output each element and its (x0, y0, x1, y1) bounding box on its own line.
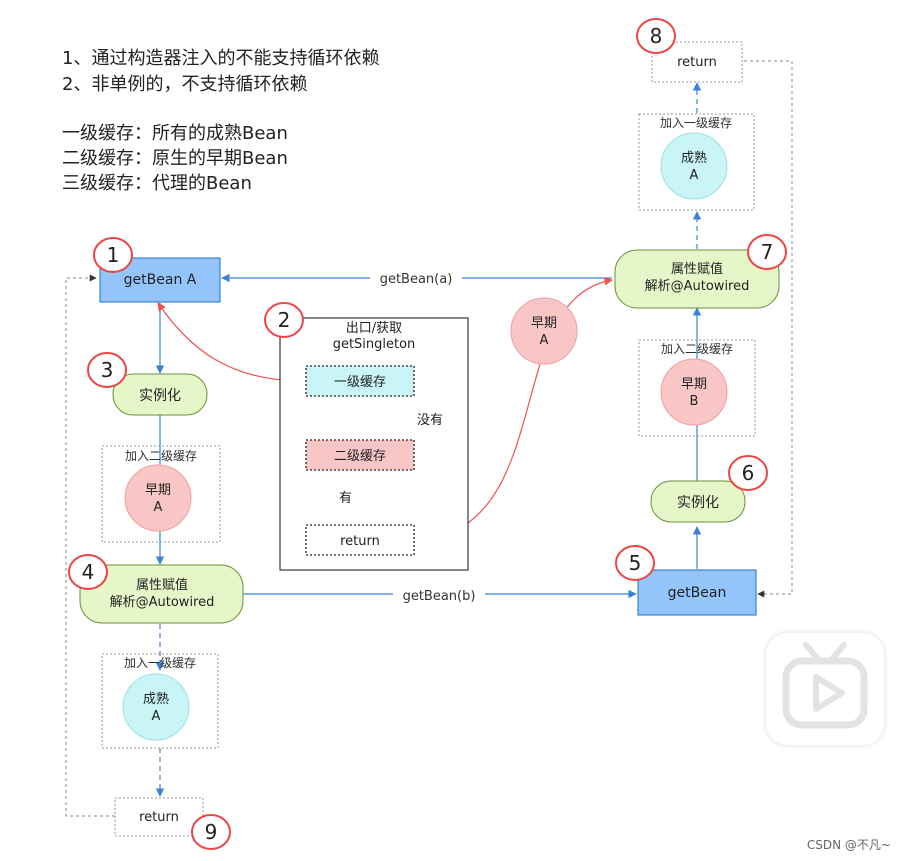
getbean-b-call-label: getBean(b) (403, 589, 476, 604)
add-l1-group-top (638, 113, 755, 211)
instantiate-b-node (650, 480, 746, 523)
populate-a-node (79, 564, 244, 624)
instantiate-a-node (112, 373, 208, 416)
early-b-label-1: 早期 (681, 377, 707, 392)
cache-l1-box (305, 365, 415, 397)
step-7-label: 7 (761, 240, 774, 264)
edge-a-to-l1-cache (157, 302, 301, 386)
watermark-credit: CSDN @不凡~ (806, 838, 891, 852)
step-4-circle (68, 554, 108, 590)
getbean-a-call-label: getBean(a) (380, 272, 453, 287)
early-a-float-label-2: A (540, 333, 549, 348)
add-l2-group-b-label: 加入二级缓存 (661, 342, 733, 356)
mature-a-label-2: A (152, 709, 161, 724)
mature-top-label-1: 成熟 (681, 150, 707, 166)
step-8-label: 8 (650, 24, 663, 48)
note-level-3: 三级缓存：代理的Bean (62, 173, 252, 194)
getbean-a-label: getBean A (124, 272, 197, 288)
step-9-label: 9 (205, 820, 218, 844)
cache-l2-label: 二级缓存 (334, 449, 386, 464)
hit-label: 有 (339, 491, 352, 506)
step-markers (68, 18, 787, 850)
early-a-label-1: 早期 (145, 483, 171, 498)
populate-a-label-2: 解析@Autowired (110, 595, 215, 610)
note-level-1: 一级缓存：所有的成熟Bean (62, 123, 288, 144)
edge-return-loop-a (65, 274, 115, 817)
miss-label: 没有 (417, 413, 443, 428)
add-l2-group-a-label: 加入二级缓存 (125, 449, 197, 463)
add-l1-group-top-label: 加入一级缓存 (660, 116, 732, 130)
add-l1-group-a-label: 加入一级缓存 (124, 656, 196, 670)
singleton-return-box (305, 524, 415, 556)
populate-b-label-1: 属性赋值 (671, 261, 723, 277)
step-7-circle (747, 234, 787, 270)
mature-top-circle (660, 132, 728, 200)
populate-b-label-2: 解析@Autowired (645, 279, 750, 294)
edge-return-loop-b (744, 60, 793, 598)
video-play-button[interactable] (766, 633, 884, 745)
step-6-label: 6 (742, 461, 755, 485)
instantiate-b-label: 实例化 (677, 495, 719, 511)
mature-a-circle (122, 673, 190, 741)
cache-l2-box (305, 439, 415, 471)
populate-b-node (614, 249, 780, 309)
step-3-label: 3 (101, 358, 114, 382)
note-line-2: 2、非单例的，不支持循环依赖 (62, 74, 308, 95)
step-4-label: 4 (82, 560, 95, 584)
add-l2-group-a (101, 445, 221, 543)
mature-a-label-1: 成熟 (143, 691, 169, 707)
step-6-circle (728, 455, 768, 491)
cache-l1-label: 一级缓存 (334, 375, 386, 390)
step-2-label: 2 (278, 308, 291, 332)
early-b-label-2: B (690, 394, 699, 409)
singleton-title-2: getSingleton (333, 337, 416, 352)
return-top-label: return (677, 55, 717, 70)
singleton-return-label: return (340, 534, 380, 549)
early-a-float-circle (510, 297, 578, 365)
singleton-title-1: 出口/获取 (346, 321, 402, 336)
populate-a-label-1: 属性赋值 (136, 577, 188, 593)
step-9-circle (191, 814, 231, 850)
note-level-2: 二级缓存：原生的早期Bean (62, 148, 288, 169)
note-line-1: 1、通过构造器注入的不能支持循环依赖 (62, 48, 380, 69)
instantiate-a-label: 实例化 (139, 388, 181, 404)
step-8-circle (636, 18, 676, 54)
step-2-circle (264, 302, 304, 338)
add-l1-group-a (101, 653, 219, 749)
return-bottom-node (114, 797, 204, 837)
step-1-label: 1 (107, 243, 120, 267)
return-bottom-label: return (139, 810, 179, 825)
early-a-float-label-1: 早期 (531, 316, 557, 331)
getbean-b-node (637, 569, 757, 616)
tv-play-icon (782, 642, 868, 729)
step-1-circle (93, 237, 133, 273)
step-5-circle (615, 545, 655, 581)
getbean-b-label: getBean (668, 585, 727, 601)
mature-top-label-2: A (690, 168, 699, 183)
early-a-label-2: A (154, 500, 163, 515)
add-l2-group-b (638, 339, 756, 437)
early-b-circle (660, 358, 728, 426)
step-3-circle (87, 352, 127, 388)
step-5-label: 5 (629, 551, 642, 575)
early-a-circle (124, 464, 192, 532)
